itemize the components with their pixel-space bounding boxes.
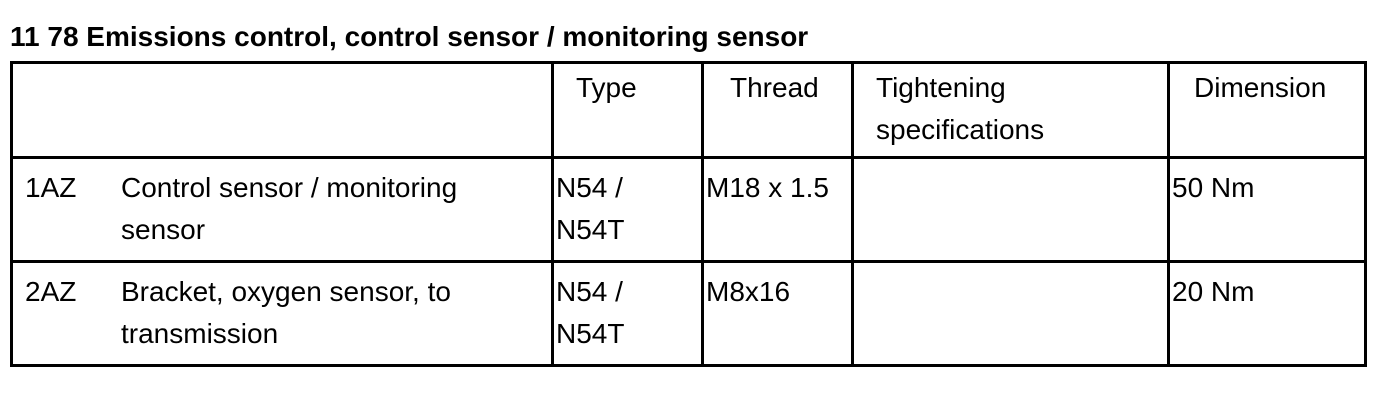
header-part-label (13, 64, 551, 67)
item-number: 2AZ (25, 276, 77, 307)
dimension-value: 20 Nm (1172, 276, 1255, 307)
header-dimension-label: Dimension (1194, 72, 1327, 103)
part-cell: 1AZ Control sensor / monitoring sensor (10, 156, 554, 263)
item-description: Bracket, oxygen sensor, to transmission (121, 276, 451, 349)
specification-table: Type Thread Tightening specifications Di… (10, 61, 1367, 367)
header-type: Type (551, 61, 704, 159)
header-thread: Thread (701, 61, 854, 159)
item-number: 1AZ (25, 172, 77, 203)
tightening-value (854, 263, 1167, 271)
thread-value: M18 x 1.5 (706, 172, 829, 203)
header-dimension: Dimension (1167, 61, 1367, 159)
tightening-cell (851, 260, 1170, 367)
thread-cell: M8x16 (701, 260, 854, 367)
header-tightening-label: Tightening specifications (876, 72, 1045, 145)
dimension-value: 50 Nm (1172, 172, 1255, 203)
type-value: N54 / N54T (556, 276, 625, 349)
tightening-cell (851, 156, 1170, 263)
table-header-row: Type Thread Tightening specifications Di… (10, 61, 1367, 159)
header-part (10, 61, 554, 159)
thread-cell: M18 x 1.5 (701, 156, 854, 263)
tightening-value (854, 159, 1167, 167)
item-description: Control sensor / monitoring sensor (121, 172, 458, 245)
page-title: 11 78 Emissions control, control sensor … (10, 21, 809, 52)
dimension-cell: 50 Nm (1167, 156, 1367, 263)
type-cell: N54 / N54T (551, 156, 704, 263)
header-tightening: Tightening specifications (851, 61, 1170, 159)
dimension-cell: 20 Nm (1167, 260, 1367, 367)
type-value: N54 / N54T (556, 172, 625, 245)
type-cell: N54 / N54T (551, 260, 704, 367)
table-row: 2AZ Bracket, oxygen sensor, to transmiss… (10, 260, 1367, 367)
thread-value: M8x16 (706, 276, 791, 307)
part-cell: 2AZ Bracket, oxygen sensor, to transmiss… (10, 260, 554, 367)
table-row: 1AZ Control sensor / monitoring sensor N… (10, 156, 1367, 263)
header-type-label: Type (576, 72, 637, 103)
header-thread-label: Thread (730, 72, 819, 103)
